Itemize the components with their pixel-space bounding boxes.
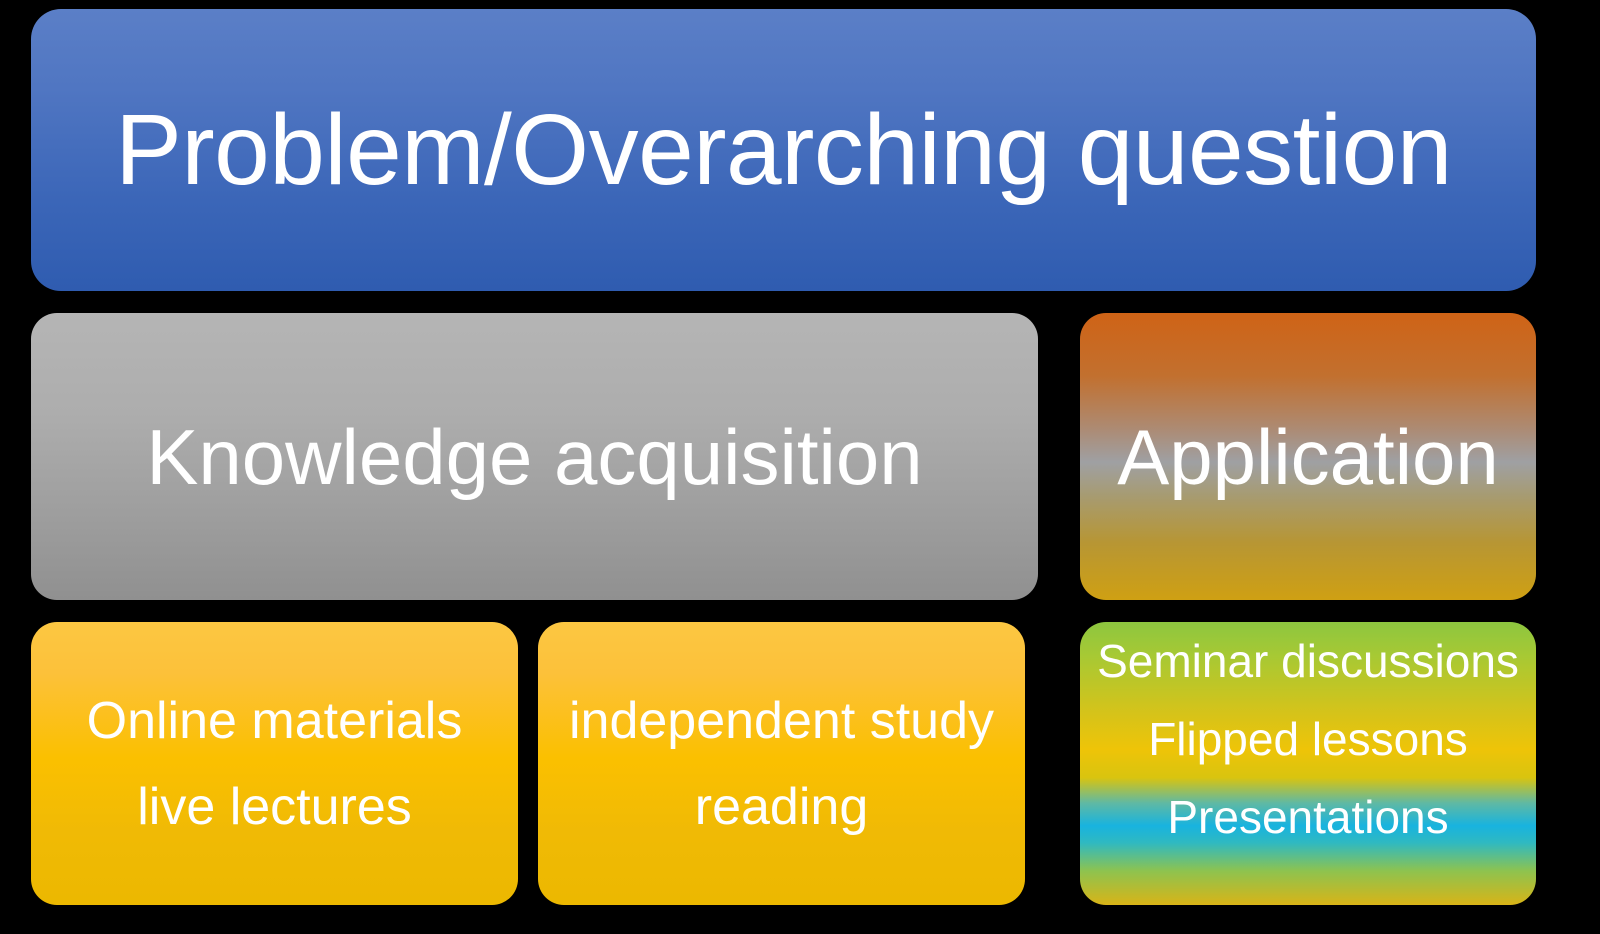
problem-overarching-question-box[interactable]: Problem/Overarching question — [31, 9, 1536, 291]
activities-line-2: Flipped lessons — [1148, 713, 1468, 765]
application-label: Application — [1117, 412, 1499, 501]
online-materials-card[interactable]: Online materials live lectures — [31, 622, 518, 905]
activities-line-3: Presentations — [1167, 791, 1449, 843]
knowledge-acquisition-label: Knowledge acquisition — [146, 412, 923, 501]
problem-overarching-question-label: Problem/Overarching question — [115, 94, 1452, 206]
online-materials-line-2: live lectures — [137, 777, 412, 836]
independent-study-line-1: independent study — [568, 691, 994, 750]
activities-card[interactable]: Seminar discussions Flipped lessons Pres… — [1080, 622, 1536, 905]
independent-study-card[interactable]: independent study reading — [538, 622, 1025, 905]
activities-line-1: Seminar discussions — [1097, 635, 1519, 687]
online-materials-line-1: Online materials — [86, 691, 463, 750]
application-box[interactable]: Application — [1080, 313, 1536, 600]
independent-study-line-2: reading — [694, 777, 869, 836]
knowledge-acquisition-box[interactable]: Knowledge acquisition — [31, 313, 1038, 600]
